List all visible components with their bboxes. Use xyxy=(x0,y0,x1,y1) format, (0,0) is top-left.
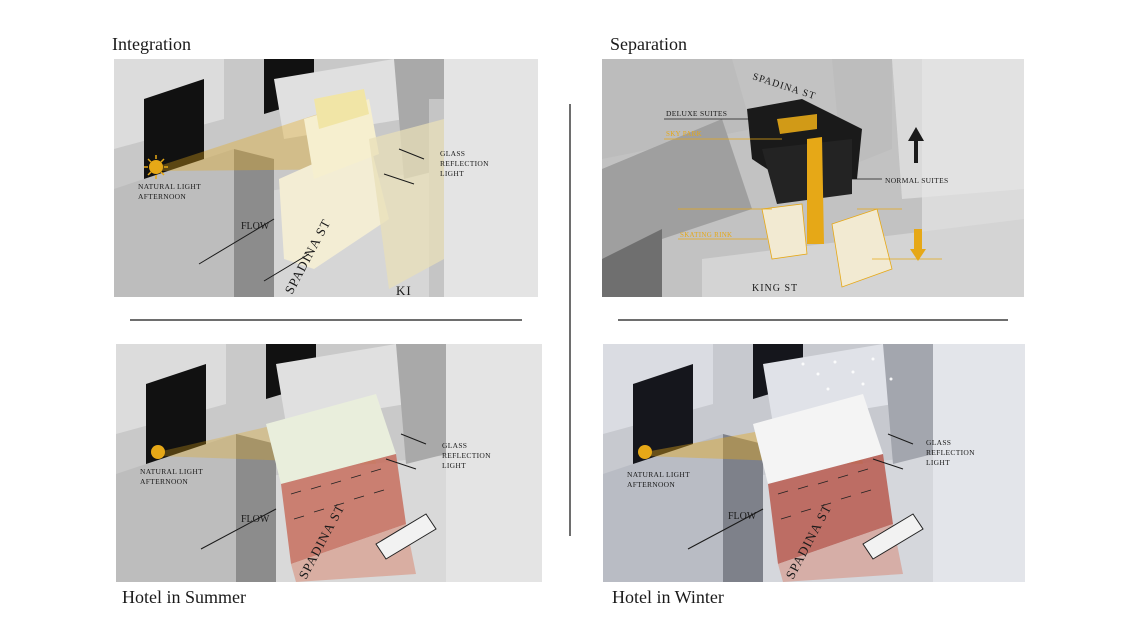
integration-glass-label-2: REFLECTION xyxy=(440,159,489,168)
winter-glass-label-2: REFLECTION xyxy=(926,448,975,457)
integration-street2-label: KI xyxy=(396,283,412,297)
panel-winter: NATURAL LIGHT AFTERNOON GLASS REFLECTION… xyxy=(603,344,1025,582)
summer-glass-label-2: REFLECTION xyxy=(442,451,491,460)
winter-light-label-2: AFTERNOON xyxy=(627,480,675,489)
divider-left xyxy=(130,319,522,321)
panel-separation: SPADINA ST KING ST DELUXE SUITES SKY PAR… xyxy=(602,59,1024,297)
summer-diagram: NATURAL LIGHT AFTERNOON GLASS REFLECTION… xyxy=(116,344,542,582)
winter-diagram: NATURAL LIGHT AFTERNOON GLASS REFLECTION… xyxy=(603,344,1025,582)
integration-diagram: NATURAL LIGHT AFTERNOON GLASS REFLECTION… xyxy=(114,59,538,297)
integration-light-label-2: AFTERNOON xyxy=(138,192,186,201)
separation-normal-label: NORMAL SUITES xyxy=(885,176,948,185)
summer-glass-label-3: LIGHT xyxy=(442,461,466,470)
integration-glass-label-1: GLASS xyxy=(440,149,465,158)
separation-deluxe-label: DELUXE SUITES xyxy=(666,109,727,118)
winter-glass-label-1: GLASS xyxy=(926,438,951,447)
separation-skypark-label: SKY PARK xyxy=(666,130,702,138)
divider-right xyxy=(618,319,1008,321)
winter-light-label-1: NATURAL LIGHT xyxy=(627,470,690,479)
title-integration: Integration xyxy=(112,34,191,54)
summer-light-label-1: NATURAL LIGHT xyxy=(140,467,203,476)
title-summer: Hotel in Summer xyxy=(122,587,246,607)
separation-diagram: SPADINA ST KING ST DELUXE SUITES SKY PAR… xyxy=(602,59,1024,297)
integration-flow-label: FLOW xyxy=(241,221,270,232)
summer-glass-label-1: GLASS xyxy=(442,441,467,450)
divider-vertical xyxy=(569,104,571,536)
integration-light-label-1: NATURAL LIGHT xyxy=(138,182,201,191)
winter-flow-label: FLOW xyxy=(728,511,757,522)
title-separation: Separation xyxy=(610,34,687,54)
panel-summer: NATURAL LIGHT AFTERNOON GLASS REFLECTION… xyxy=(116,344,542,582)
integration-glass-label-3: LIGHT xyxy=(440,169,464,178)
winter-glass-label-3: LIGHT xyxy=(926,458,950,467)
separation-street-bottom: KING ST xyxy=(752,283,798,294)
summer-light-label-2: AFTERNOON xyxy=(140,477,188,486)
separation-skating-label: SKATING RINK xyxy=(680,231,732,239)
title-winter: Hotel in Winter xyxy=(612,587,724,607)
summer-flow-label: FLOW xyxy=(241,514,270,525)
panel-integration: NATURAL LIGHT AFTERNOON GLASS REFLECTION… xyxy=(114,59,538,297)
